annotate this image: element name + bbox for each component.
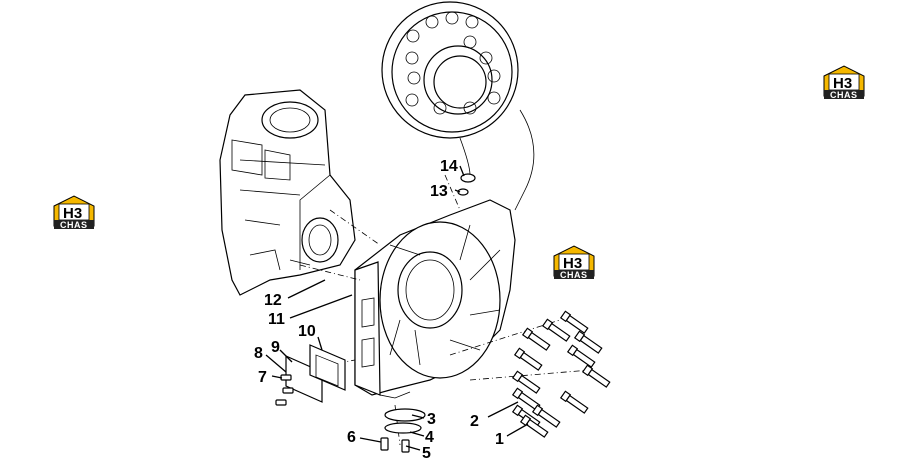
housing-bolts — [511, 310, 611, 438]
watermark-logo: H3 CHAS — [823, 65, 865, 100]
plug-part — [457, 173, 476, 196]
seal-ring-part — [380, 408, 426, 453]
callout-9: 9 — [271, 339, 280, 356]
callout-7: 7 — [258, 369, 267, 386]
watermark-logo: H3 CHAS — [53, 195, 95, 230]
callout-3: 3 — [427, 411, 436, 428]
flywheel-part — [381, 1, 535, 211]
svg-text:H3: H3 — [833, 75, 852, 92]
svg-text:H3: H3 — [563, 255, 582, 272]
svg-text:CHAS: CHAS — [60, 220, 88, 230]
cover-plate-part — [285, 344, 346, 403]
callout-4: 4 — [425, 429, 434, 446]
callout-14: 14 — [440, 158, 458, 175]
callout-2: 2 — [470, 413, 479, 430]
callout-5: 5 — [422, 445, 431, 461]
callout-11: 11 — [268, 311, 285, 328]
small-bolts — [275, 374, 294, 406]
watermark-logo: H3 CHAS — [553, 245, 595, 280]
svg-text:CHAS: CHAS — [560, 270, 588, 280]
svg-text:H3: H3 — [63, 205, 82, 222]
callout-10: 10 — [298, 323, 316, 340]
callout-8: 8 — [254, 345, 263, 362]
flywheel-housing-part — [354, 199, 516, 399]
callout-12: 12 — [264, 292, 282, 309]
callout-13: 13 — [430, 183, 448, 200]
svg-text:CHAS: CHAS — [830, 90, 858, 100]
callout-labels: 1 2 3 4 5 6 7 8 9 10 11 12 13 14 — [254, 158, 504, 461]
callout-6: 6 — [347, 429, 356, 446]
engine-block-part — [219, 89, 356, 296]
leader-lines — [265, 165, 529, 451]
callout-1: 1 — [495, 431, 504, 448]
